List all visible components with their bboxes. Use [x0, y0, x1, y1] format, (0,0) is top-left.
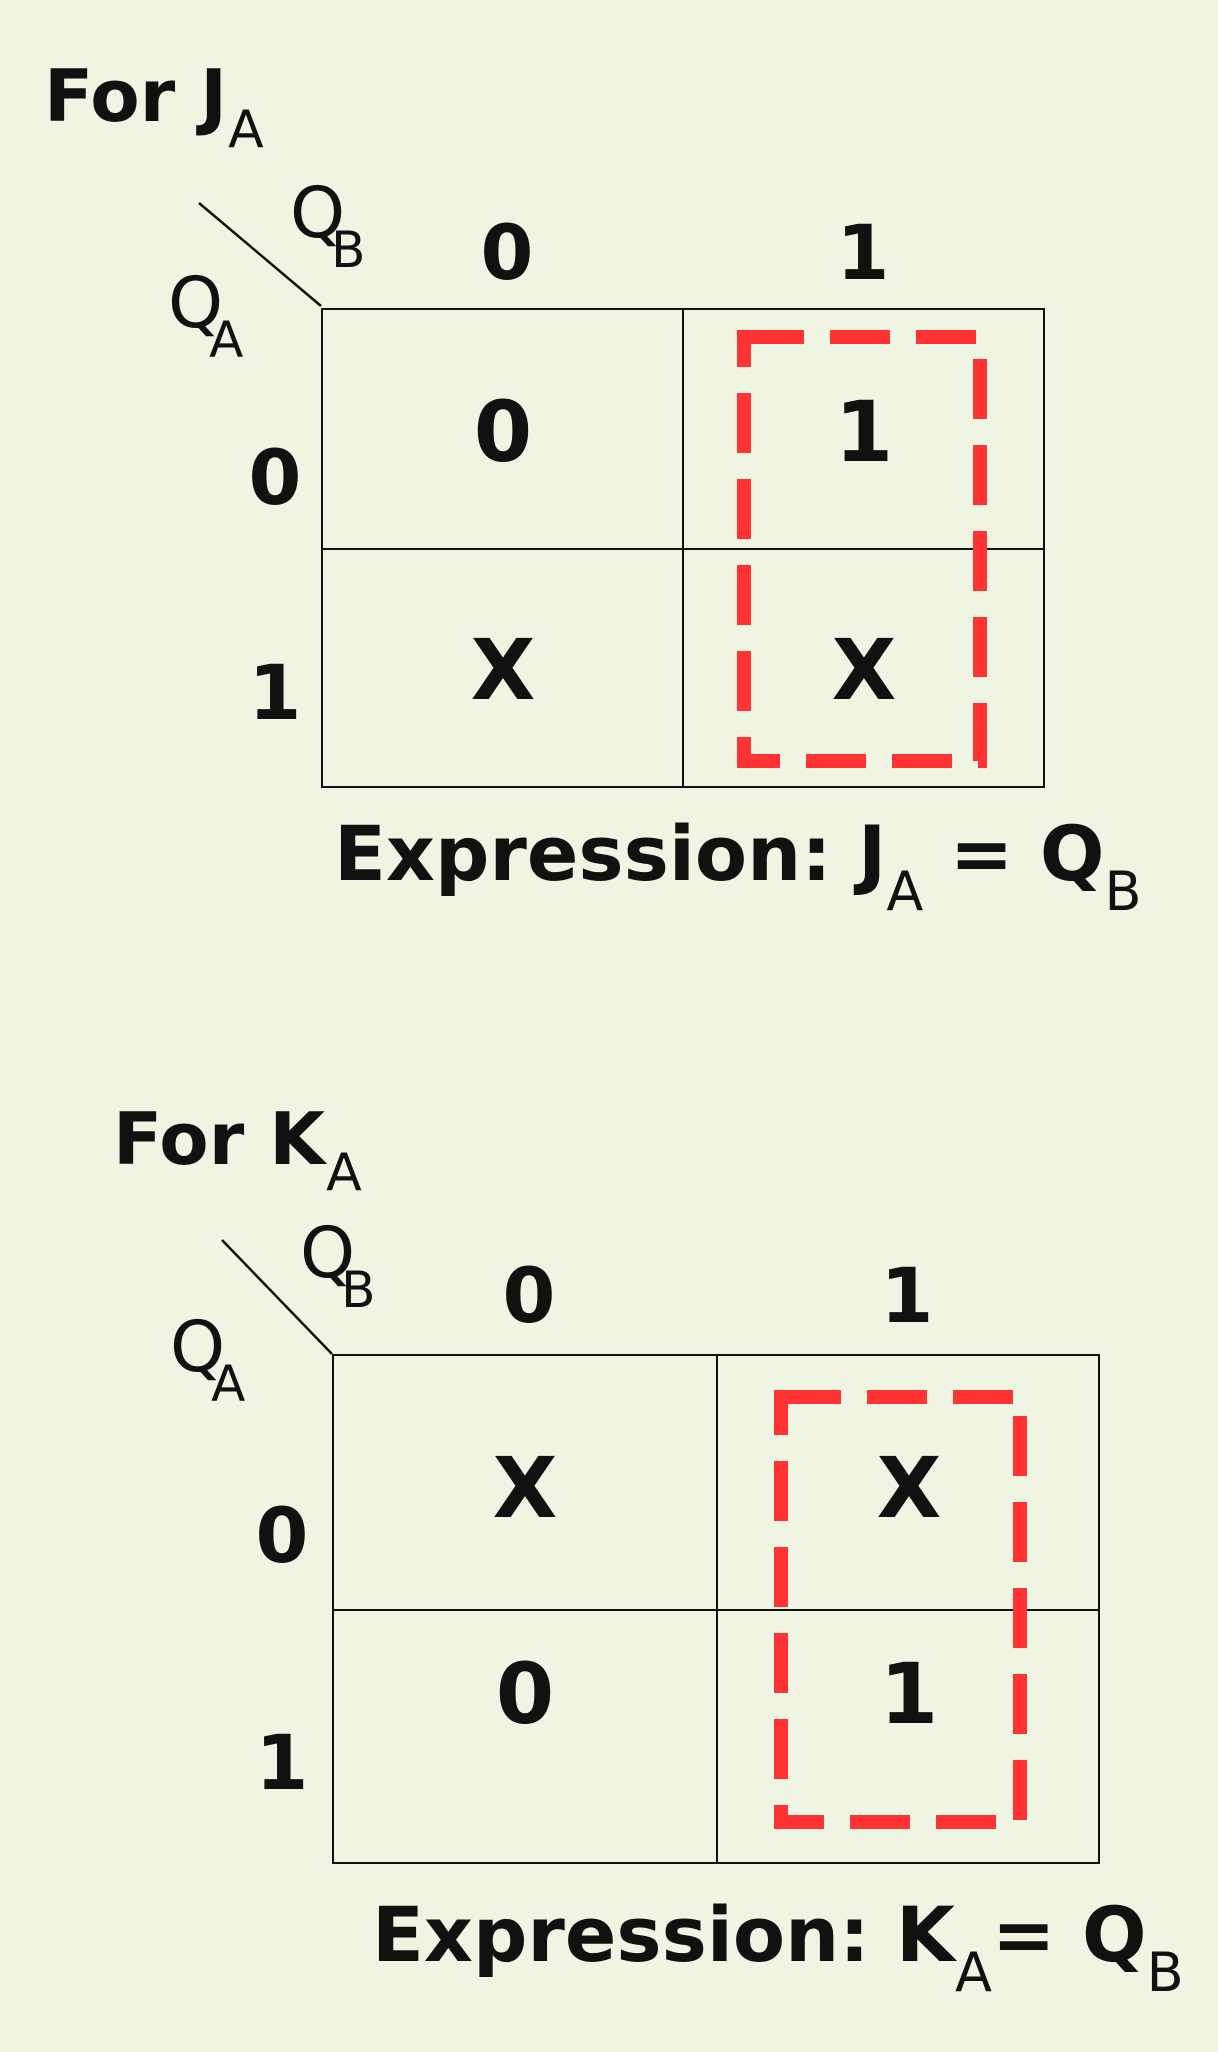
cell-r0-c0: 0: [473, 383, 533, 481]
column-header-0: 0: [480, 208, 534, 297]
row-header-0: 0: [248, 433, 302, 522]
row-header-1: 1: [255, 1718, 309, 1807]
row-variable-label: QA: [170, 1306, 246, 1413]
kmap-grid-ka: X X 0 1: [332, 1354, 1100, 1864]
kmap-grid-ja: 0 1 X X: [321, 308, 1045, 788]
cell-r0-c1: 1: [834, 383, 894, 481]
group-outline-column-1: [774, 1390, 1027, 1829]
column-variable-label: QB: [290, 172, 366, 279]
cell-r0-c1: X: [876, 1439, 942, 1537]
column-header-1: 1: [836, 208, 890, 297]
cell-r1-c0: 0: [495, 1645, 555, 1743]
corner-diagonal-line: [221, 1239, 333, 1355]
expression-ka: Expression: KA= QB: [372, 1890, 1184, 2004]
grid-divider-horizontal: [334, 1609, 1098, 1611]
column-variable-label: QB: [300, 1212, 376, 1319]
map-title-ja: For JA: [44, 54, 264, 160]
column-header-1: 1: [880, 1251, 934, 1340]
cell-r1-c1: X: [831, 621, 897, 719]
corner-diagonal-line: [198, 202, 322, 307]
row-variable-label: QA: [168, 262, 244, 369]
map-title-ka: For KA: [113, 1097, 362, 1203]
expression-ja: Expression: JA = QB: [334, 809, 1142, 923]
column-header-0: 0: [502, 1251, 556, 1340]
row-header-1: 1: [248, 648, 302, 737]
cell-r0-c0: X: [492, 1439, 558, 1537]
cell-r1-c1: 1: [879, 1645, 939, 1743]
row-header-0: 0: [255, 1491, 309, 1580]
cell-r1-c0: X: [470, 621, 536, 719]
grid-divider-horizontal: [323, 548, 1043, 550]
group-outline-column-1: [737, 330, 987, 768]
